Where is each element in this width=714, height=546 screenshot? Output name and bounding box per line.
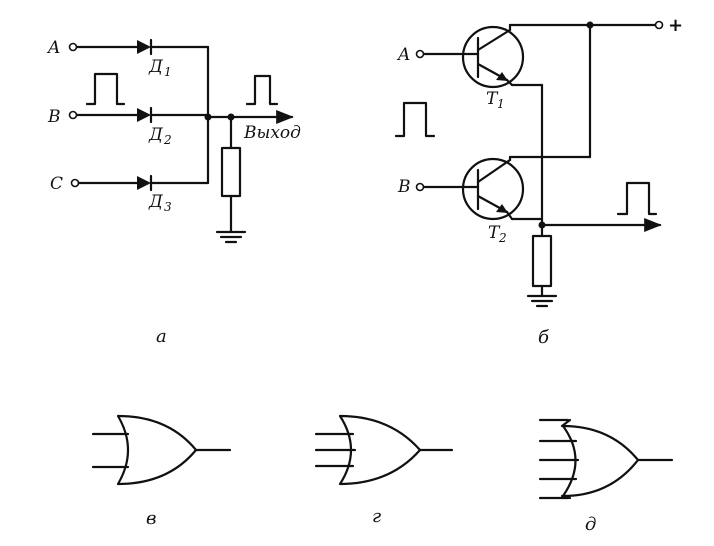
svg-text:2: 2 [163,133,172,147]
svg-text:Д: Д [148,57,164,77]
or-gate-5-inputs [538,418,674,500]
input-terminal-t1 [415,49,425,59]
input-terminal-b [68,110,78,120]
caption-d: д [585,514,596,535]
load-resistor-a [220,146,242,198]
diode-or-circuit: A B C Д 1 [46,38,301,347]
load-resistor-b [531,234,553,288]
output-pulse-icon [616,181,658,216]
input-label-t1: A [396,45,410,65]
input-terminal-c [70,178,80,188]
supply-label: + [668,15,683,36]
transistor-label-t1: T 1 [486,89,505,111]
svg-text:Д: Д [148,192,164,212]
diode-label-d3: Д 3 [148,192,172,214]
input-label-c: C [50,174,63,194]
diode-d1 [75,38,210,56]
or-gate-2-inputs [91,414,232,486]
transistor-t2 [461,155,592,221]
supply-terminal [654,20,664,30]
input-label-a: A [46,38,60,58]
ground-icon [526,294,558,308]
caption-v: в [146,508,156,529]
input-pulse-icon [85,72,126,106]
transistor-label-t2: T 2 [488,223,507,245]
diode-d2 [75,106,210,124]
input-label-t2: B [397,177,411,197]
svg-text:1: 1 [497,97,505,111]
svg-text:3: 3 [164,200,172,214]
output-pulse-icon [245,74,279,106]
caption-b: б [538,327,550,348]
caption-g: г [372,506,381,527]
input-label-b: B [47,107,61,127]
input-pulse-icon [394,101,436,138]
transistor-or-circuit: + A T 1 [394,15,683,348]
input-terminal-t2 [415,182,425,192]
svg-text:Д: Д [148,125,164,145]
transistor-t1 [461,23,544,227]
ground-icon [215,230,247,244]
diode-d3 [77,174,210,192]
svg-text:T: T [486,89,499,109]
diode-label-d1: Д 1 [148,57,172,79]
svg-text:2: 2 [498,231,507,245]
svg-text:T: T [488,223,501,243]
input-terminal-a [68,42,78,52]
diode-label-d2: Д 2 [148,125,172,147]
output-label: Выход [243,123,301,143]
or-gate-3-inputs [314,414,454,486]
caption-a: а [156,326,167,347]
svg-text:1: 1 [164,65,172,79]
